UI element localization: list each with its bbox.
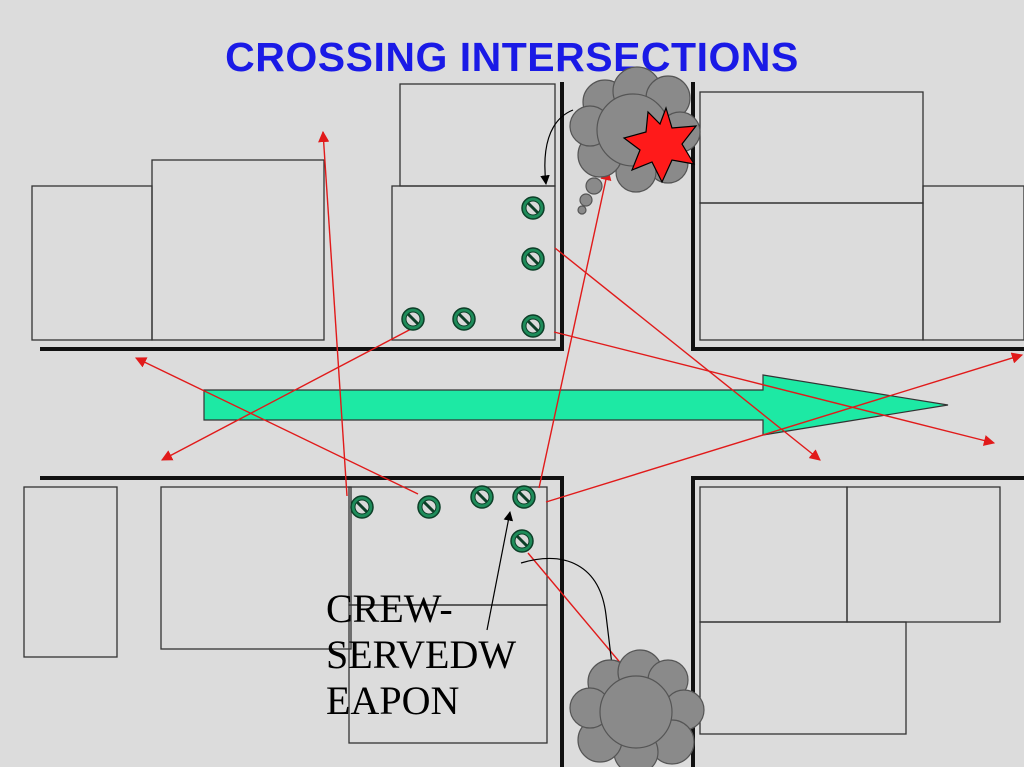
building-nw-1 xyxy=(31,185,153,341)
fire-line xyxy=(161,327,414,461)
curb-sw xyxy=(40,476,564,767)
curb-ne xyxy=(691,82,1024,351)
page-title: CROSSING INTERSECTIONS xyxy=(225,34,799,80)
building-se-2 xyxy=(846,486,1001,623)
soldier-position-icon xyxy=(512,485,536,509)
soldier-position-icon xyxy=(521,196,545,220)
building-sw-2 xyxy=(160,486,352,650)
soldier-position-icon xyxy=(521,247,545,271)
leader-curve-north xyxy=(540,109,574,185)
crew-served-weapon-label: CREW- SERVEDW EAPON xyxy=(326,586,517,723)
building-sw-1 xyxy=(23,486,118,658)
fire-line xyxy=(527,552,629,673)
building-n-top xyxy=(399,83,556,187)
building-ne-top xyxy=(699,91,924,204)
fire-line xyxy=(553,331,996,446)
soldier-position-icon xyxy=(521,314,545,338)
soldier-position-icon xyxy=(417,495,441,519)
building-se-1 xyxy=(699,486,848,623)
soldier-group xyxy=(350,196,545,553)
building-n-corner xyxy=(391,185,556,341)
smoke-cloud-icon xyxy=(569,66,701,215)
building-s-bottom xyxy=(348,604,548,744)
curb-nw xyxy=(40,82,564,351)
curb-se xyxy=(691,476,1024,767)
movement-arrow-icon xyxy=(203,374,949,436)
fire-line xyxy=(554,247,821,461)
building-ne-right xyxy=(922,185,1024,341)
leader-curve-south xyxy=(520,558,613,666)
soldier-position-icon xyxy=(401,307,425,331)
fire-line xyxy=(318,130,348,497)
soldier-position-icon xyxy=(350,495,374,519)
fire-line xyxy=(134,357,419,495)
building-se-3 xyxy=(699,621,907,735)
building-nw-2 xyxy=(151,159,325,341)
smoke-cloud-icon xyxy=(569,649,705,767)
fire-line xyxy=(545,352,1024,503)
label-pointer xyxy=(486,511,514,631)
building-ne-bottom xyxy=(699,202,924,341)
explosion-icon xyxy=(622,106,698,184)
fire-line xyxy=(538,168,612,489)
soldier-position-icon xyxy=(510,529,534,553)
soldier-position-icon xyxy=(452,307,476,331)
soldier-position-icon xyxy=(470,485,494,509)
